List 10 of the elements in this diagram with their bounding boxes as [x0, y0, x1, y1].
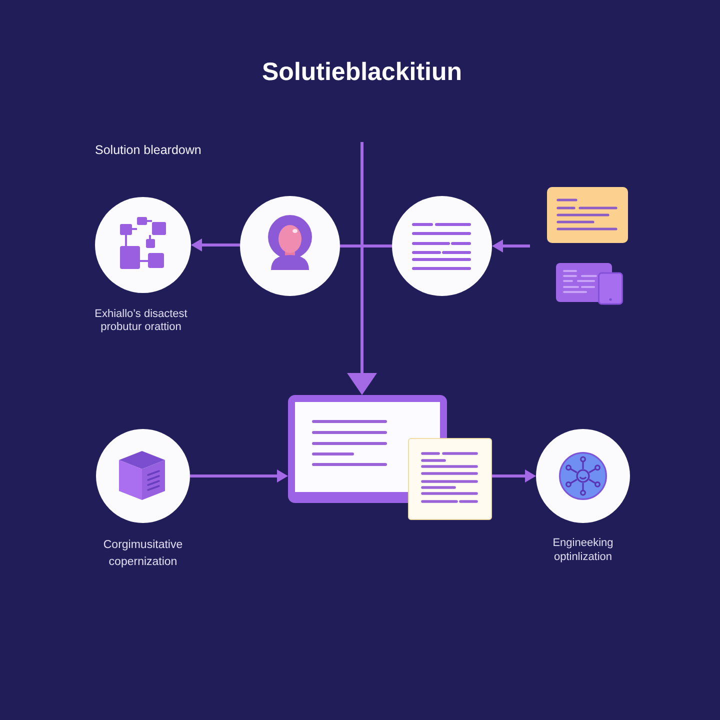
arrow	[190, 470, 288, 482]
node-caption: Engineeking optinlization	[552, 536, 614, 564]
node-caption: Exhiallo’s disactest probutur orattion	[94, 308, 188, 333]
section-label: Solution bleardown	[95, 142, 202, 158]
document-card	[408, 438, 492, 520]
node-caption: Corgimusitative copernization	[102, 538, 184, 570]
arrow	[191, 240, 240, 250]
arrow	[492, 240, 530, 252]
diagram-title: Solutieblackitiun	[262, 57, 462, 87]
arrow	[492, 470, 536, 482]
